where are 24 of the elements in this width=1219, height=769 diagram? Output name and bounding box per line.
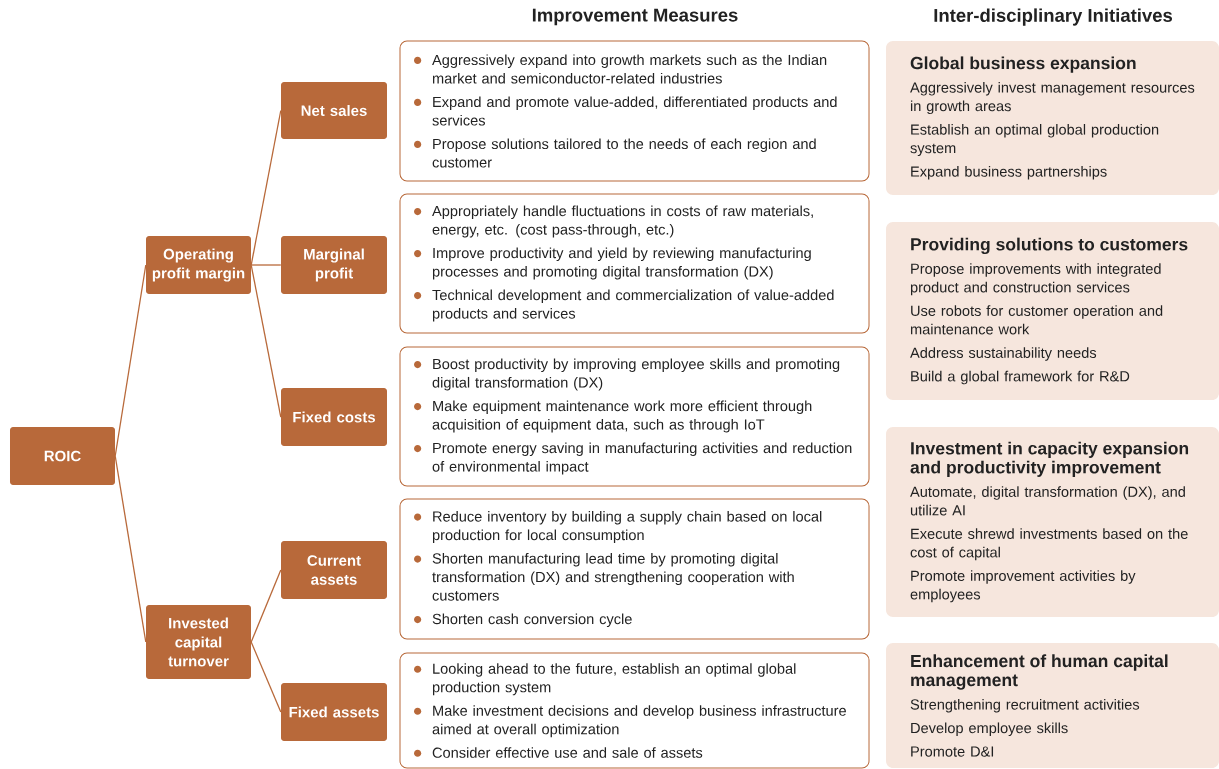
connector-line [250,109,282,266]
connector-line [250,264,282,266]
branch-box: Current assets [281,541,387,599]
branch-box: ROIC [10,427,115,485]
initiative-box: Enhancement of human capital management Strengthening recruitment activities Develop employee skills Promote D&I [886,643,1219,768]
connector-line [250,641,282,713]
measure-box: Aggressively expand into growth markets such as the Indian market and semiconductor-related industries Expand and promote value-added, differentiated products and services Propose solutions tailored to the needs of each region and customer [399,40,870,182]
measure-box: Boost productivity by improving employee skills and promoting digital transformation (DX) Make equipment maintenance work more efficient through acquisition of equipment data, such as through IoT Promote energy saving in manufacturing activities and reduction of environmental impact [399,346,870,487]
measure-box: Reduce inventory by building a supply chain based on local production for local consumption Shorten manufacturing lead time by promoting digital transformation (DX) and strengthening cooperation with customers Shorten cash conversion cycle [399,498,870,640]
connector-line [114,455,147,643]
measure-box: Appropriately handle fluctuations in costs of raw materials, energy, etc. (cost pass-through, etc.) Improve productivity and yield by reviewing manufacturing processes and promoting digital transformation (DX) Technical development and commercialization of value-added products and services [399,193,870,334]
initiative-box: Investment in capacity expansion and productivity improvement Automate, digital transformation (DX), and utilize AI Execute shrewd investments based on the cost of capital Promote improvement activities by employees [886,427,1219,617]
branch-box: Marginal profit [281,236,387,294]
branch-box: Invested capital turnover [146,605,251,679]
branch-box: Operating profit margin [146,236,251,294]
branch-box: Net sales [281,82,387,139]
initiative-box: Global business expansion Aggressively invest management resources in growth areas Establish an optimal global production system Expand business partnerships [886,41,1219,195]
connector-line [250,264,282,418]
measure-box: Looking ahead to the future, establish an optimal global production system Make investment decisions and develop business infrastructure aimed at overall optimization Consider effective use and sale of assets [399,652,870,769]
initiative-box: Providing solutions to customers Propose improvements with integrated product and construction services Use robots for customer operation and maintenance work Address sustainability needs Build a global framework for R&D [886,222,1219,400]
branch-box: Fixed assets [281,683,387,741]
branch-box: Fixed costs [281,388,387,446]
connector-line [114,264,147,457]
connector-line [250,569,282,643]
